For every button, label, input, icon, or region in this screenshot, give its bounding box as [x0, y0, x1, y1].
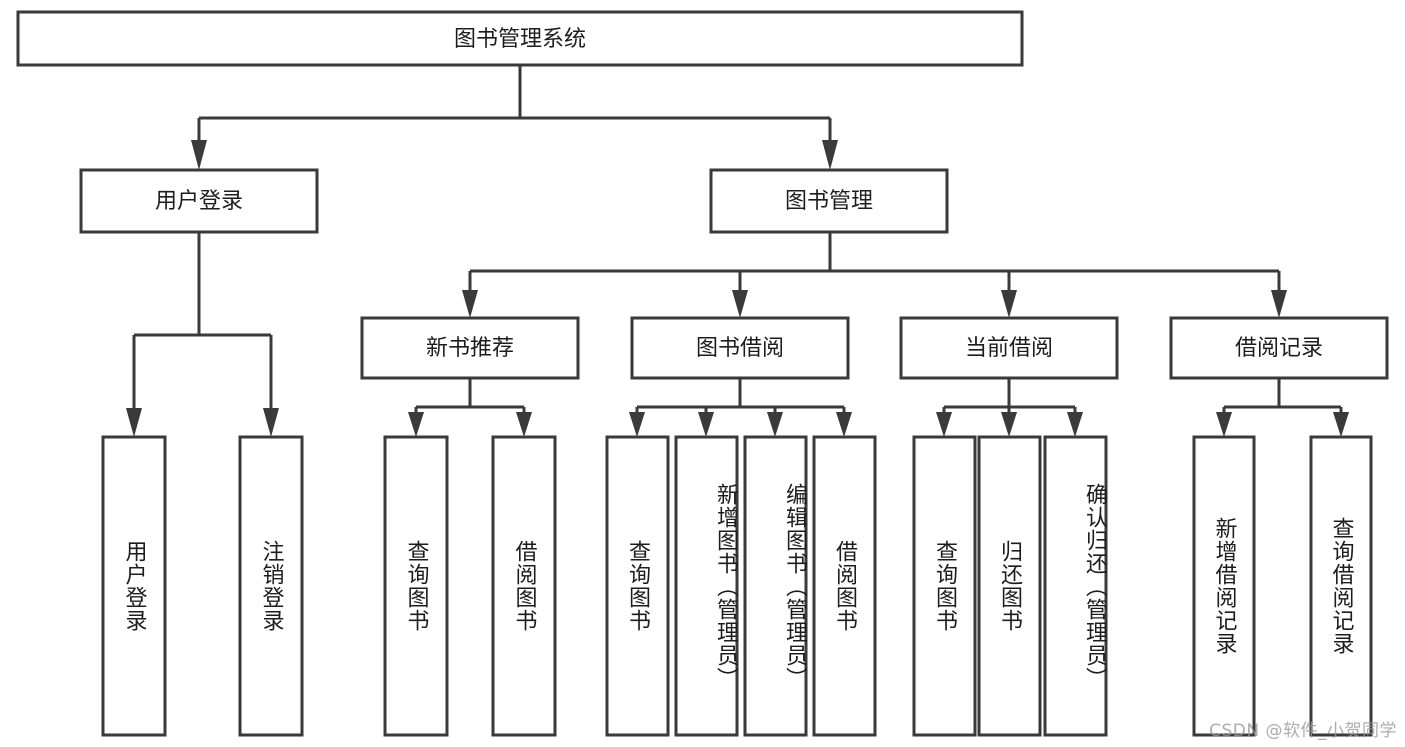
- node-user-login-box[interactable]: [79, 168, 319, 234]
- leaf-box-borrow-1[interactable]: [605, 435, 670, 737]
- leaf-box-current-2[interactable]: [977, 435, 1042, 737]
- arrowhead-leaf-borrow-4: [836, 412, 852, 437]
- arrowhead-current-borrow: [1001, 290, 1017, 318]
- arrowhead-leaf-borrow-2: [698, 412, 714, 437]
- node-root-box[interactable]: [16, 10, 1024, 67]
- leaf-box-current-1[interactable]: [912, 435, 977, 737]
- node-borrow-records[interactable]: 借阅记录: [1169, 316, 1389, 380]
- leaf-box-records-1[interactable]: [1192, 435, 1256, 737]
- arrowhead-leaf-current-3: [1067, 412, 1083, 437]
- arrowhead-leaf-current-2: [1001, 412, 1017, 437]
- leaf-box-borrow-3[interactable]: [743, 435, 808, 737]
- arrowhead-user-login: [191, 140, 207, 170]
- leaf-box-records-2[interactable]: [1309, 435, 1373, 737]
- node-current-borrow-label: 当前借阅: [965, 336, 1053, 361]
- node-user-login-label: 用户登录: [155, 189, 243, 214]
- leaf-box-user-login-1[interactable]: [101, 435, 167, 737]
- arrowhead-leaf-borrow-1: [629, 412, 645, 437]
- node-new-book-recommend-box[interactable]: [360, 316, 580, 380]
- arrowhead-leaf-user-login-1: [126, 408, 142, 437]
- arrowhead-leaf-records-1: [1216, 412, 1232, 437]
- node-current-borrow-box[interactable]: [899, 316, 1119, 380]
- leaf-box-group: [101, 435, 1373, 737]
- leaf-box-user-login-2[interactable]: [238, 435, 304, 737]
- node-book-manage-label: 图书管理: [785, 189, 873, 214]
- arrowhead-leaf-current-1: [936, 412, 952, 437]
- node-root-label: 图书管理系统: [454, 27, 586, 52]
- leaf-box-new-1[interactable]: [383, 435, 449, 737]
- arrowhead-leaf-new-1: [408, 412, 424, 437]
- leaf-box-borrow-2[interactable]: [674, 435, 739, 737]
- node-user-login[interactable]: 用户登录: [79, 168, 319, 234]
- arrowhead-book-borrow: [732, 290, 748, 318]
- node-book-borrow-label: 图书借阅: [696, 336, 784, 361]
- node-book-manage-box[interactable]: [709, 168, 949, 234]
- node-book-borrow[interactable]: 图书借阅: [630, 316, 850, 380]
- node-new-book-recommend[interactable]: 新书推荐: [360, 316, 580, 380]
- arrowhead-leaf-new-2: [516, 412, 532, 437]
- connector-group: [126, 65, 1349, 437]
- arrowhead-book-manage: [822, 140, 838, 170]
- arrowhead-leaf-user-login-2: [263, 408, 279, 437]
- arrowhead-new-book: [462, 290, 478, 318]
- leaf-box-current-3[interactable]: [1043, 435, 1108, 737]
- arrowhead-leaf-borrow-3: [767, 412, 783, 437]
- node-borrow-records-label: 借阅记录: [1235, 336, 1323, 361]
- node-book-manage[interactable]: 图书管理: [709, 168, 949, 234]
- node-borrow-records-box[interactable]: [1169, 316, 1389, 380]
- node-current-borrow[interactable]: 当前借阅: [899, 316, 1119, 380]
- arrowhead-leaf-records-2: [1333, 412, 1349, 437]
- node-new-book-recommend-label: 新书推荐: [426, 336, 514, 361]
- leaf-box-new-2[interactable]: [491, 435, 557, 737]
- leaf-box-borrow-4[interactable]: [812, 435, 877, 737]
- node-book-borrow-box[interactable]: [630, 316, 850, 380]
- csdn-watermark: CSDN @软件_小贺同学: [1209, 721, 1397, 741]
- arrowhead-borrow-records: [1271, 290, 1287, 318]
- node-root[interactable]: 图书管理系统: [16, 10, 1024, 67]
